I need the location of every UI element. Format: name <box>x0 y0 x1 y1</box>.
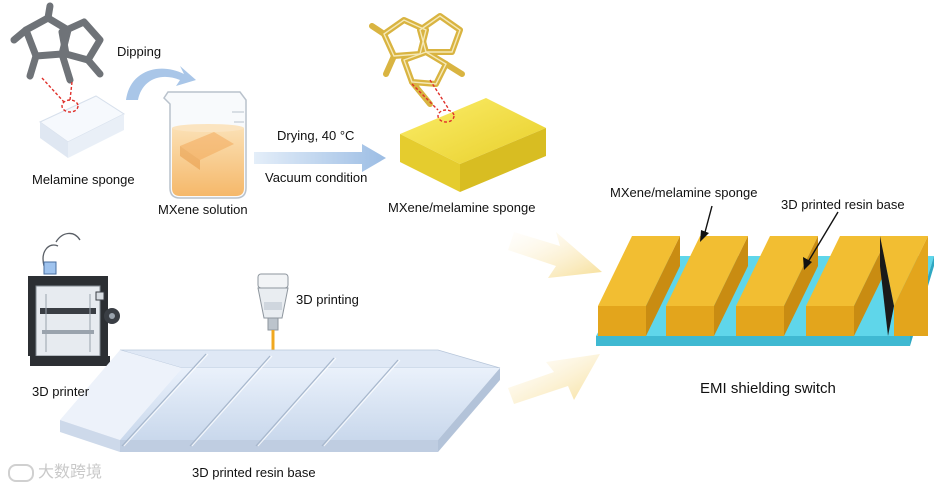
label-3d-printing: 3D printing <box>296 292 359 307</box>
zoom-line <box>41 77 65 103</box>
arrow-to-switch-top <box>508 232 602 278</box>
label-vacuum: Vacuum condition <box>265 170 368 185</box>
mxene-skeleton-icon <box>369 13 465 107</box>
melamine-skeleton-icon <box>10 2 104 84</box>
arrow-to-switch-bottom <box>508 354 600 404</box>
label-mxene-solution: MXene solution <box>158 202 248 217</box>
label-resin-base: 3D printed resin base <box>192 465 316 480</box>
pointer-line <box>807 211 839 263</box>
dipping-arrow <box>126 66 196 100</box>
switch-bar <box>880 236 928 336</box>
zoom-line <box>69 81 73 101</box>
label-switch-sponge: MXene/melamine sponge <box>610 185 758 200</box>
zoom-circle <box>61 99 79 113</box>
mxene-skeleton-highlight <box>383 15 461 85</box>
melamine-sponge <box>39 95 126 158</box>
zoom-line <box>411 83 439 111</box>
pointer-line <box>703 205 713 237</box>
label-mxene-melamine-sponge: MXene/melamine sponge <box>388 200 536 215</box>
switch-bar <box>806 236 888 336</box>
label-drying: Drying, 40 °C <box>277 128 355 143</box>
mxene-melamine-sponge <box>400 98 546 192</box>
pointer-head <box>803 257 812 270</box>
3d-printer <box>28 232 120 366</box>
print-nozzle <box>257 273 289 376</box>
switch-bar <box>598 236 680 336</box>
zoom-circle <box>437 109 455 123</box>
label-emi-switch: EMI shielding switch <box>700 380 836 397</box>
watermark: 大数跨境 <box>8 458 102 482</box>
resin-base <box>60 349 501 452</box>
pointer-head <box>700 230 709 242</box>
label-3d-printer: 3D printer <box>32 384 90 399</box>
switch-bar <box>666 236 748 336</box>
label-melamine-sponge: Melamine sponge <box>32 172 135 187</box>
watermark-text: 大数跨境 <box>38 462 103 481</box>
watermark-logo-icon <box>8 463 34 482</box>
beaker <box>163 91 247 199</box>
zoom-line <box>429 79 449 109</box>
drying-arrow <box>254 144 386 172</box>
label-switch-resin-base: 3D printed resin base <box>781 197 905 212</box>
label-dipping: Dipping <box>117 44 162 59</box>
